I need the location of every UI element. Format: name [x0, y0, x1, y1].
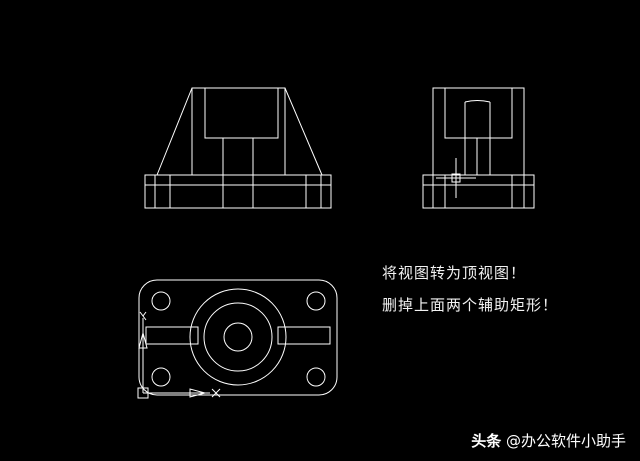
- front-view: [144, 87, 332, 209]
- annotation-line-1: 将视图转为顶视图！: [382, 264, 527, 282]
- boss-outer-circle: [189, 288, 287, 386]
- corner-hole-top-right: [306, 291, 326, 311]
- annotation-line-2: 删掉上面两个辅助矩形！: [382, 296, 559, 314]
- front-view-base: [144, 174, 332, 209]
- side-view-body: [432, 87, 525, 176]
- top-view-outline: [138, 279, 338, 396]
- front-view-boss: [204, 87, 279, 139]
- side-view-base: [422, 174, 535, 209]
- corner-hole-bottom-left: [151, 367, 171, 387]
- side-view: [422, 87, 535, 209]
- bore-circle: [223, 322, 253, 352]
- watermark: 头条 @办公软件小助手: [471, 430, 626, 451]
- crosshair-cursor: [436, 158, 476, 198]
- corner-hole-top-left: [151, 291, 171, 311]
- watermark-author: @办公软件小助手: [505, 432, 626, 450]
- corner-hole-bottom-right: [306, 367, 326, 387]
- boss-middle-circle: [203, 302, 273, 372]
- front-view-rib-outline: [156, 87, 323, 176]
- top-view: [138, 279, 338, 396]
- ucs-icon: [137, 311, 221, 399]
- watermark-brand: 头条: [471, 432, 502, 450]
